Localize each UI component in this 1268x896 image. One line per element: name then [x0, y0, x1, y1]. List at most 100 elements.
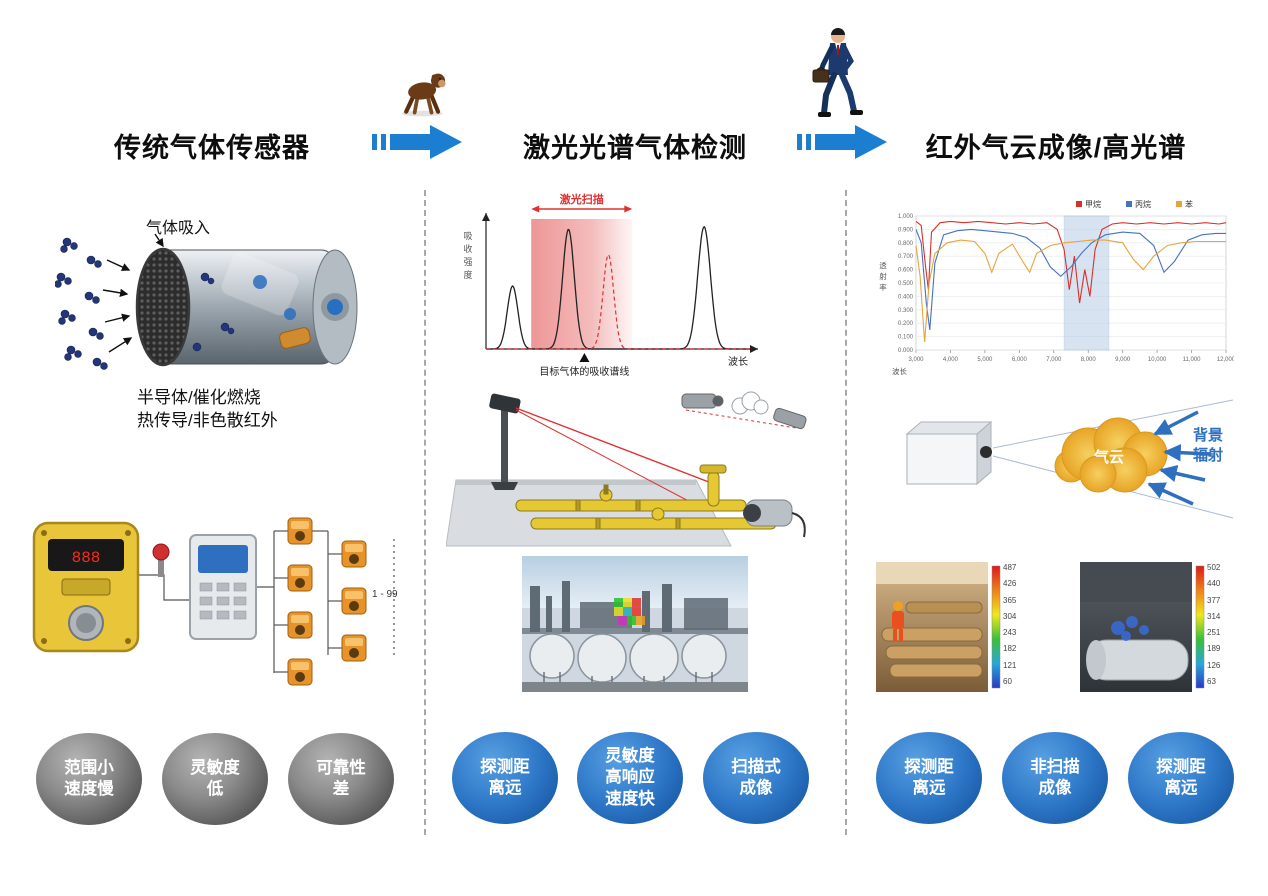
svg-text:3,000: 3,000: [908, 357, 924, 363]
svg-text:苯: 苯: [1185, 199, 1193, 209]
svg-text:7,000: 7,000: [1046, 357, 1062, 363]
arrow-traditional-to-laser-icon: [372, 125, 462, 159]
gas-cloud-imaging-scene: 气云: [905, 399, 1234, 519]
gas-cloud-label: 气云: [1093, 448, 1124, 466]
refinery-thermal-photo: [522, 556, 748, 692]
svg-text:0.000: 0.000: [898, 348, 914, 354]
laser-scanning-scene: [446, 391, 807, 547]
svg-text:波长: 波长: [892, 366, 907, 376]
thermal-image-tank: [1080, 562, 1205, 692]
detection-camera: [743, 499, 806, 538]
controller-panel: [189, 534, 257, 640]
series-line: [915, 228, 1226, 330]
series-line: [915, 239, 1226, 343]
svg-text:12,000: 12,000: [1217, 357, 1234, 363]
svg-text:丙烷: 丙烷: [1135, 199, 1151, 209]
svg-text:6,000: 6,000: [1012, 357, 1028, 363]
badge-long-range-laser: 探测距 离远: [452, 732, 558, 824]
highlight-band: [1063, 215, 1110, 351]
intake-arrows: [102, 233, 164, 353]
scan-band: [531, 219, 633, 349]
svg-text:10,000: 10,000: [1148, 357, 1167, 363]
background-radiation-label: 背景 辐射: [1192, 427, 1223, 464]
gas-cloud: [1054, 417, 1168, 493]
monkey-icon: [401, 73, 446, 117]
badge-long-range-ir-1: 探测距 离远: [876, 732, 982, 824]
detector-display: 888: [72, 549, 101, 567]
svg-text:1.000: 1.000: [898, 214, 914, 220]
infrared-camera: [905, 420, 993, 486]
thermal-image-pipes: [876, 562, 1001, 692]
divider-right: [845, 190, 847, 835]
svg-text:吸: 吸: [463, 231, 472, 241]
alarm-beacon: [152, 543, 170, 577]
svg-text:0.600: 0.600: [898, 268, 914, 274]
svg-text:射: 射: [879, 271, 887, 281]
svg-text:波长: 波长: [728, 355, 748, 368]
gas-detector-device: 888: [32, 521, 140, 653]
badge-scanning-imaging: 扫描式 成像: [703, 732, 809, 824]
badge-low-sensitivity: 灵敏度 低: [162, 733, 268, 825]
plant-structures: [522, 581, 748, 634]
svg-text:强: 强: [463, 257, 472, 267]
svg-text:0.300: 0.300: [898, 308, 914, 314]
svg-text:率: 率: [879, 282, 887, 292]
businessman-icon: [812, 28, 863, 117]
svg-text:0.800: 0.800: [898, 241, 914, 247]
laser-head: [489, 393, 521, 414]
svg-text:9,000: 9,000: [1115, 357, 1131, 363]
transmission-spectrum-chart: 0.000 0.100 0.200 0.300 0.400 0.500 0.600 0.700…: [879, 199, 1234, 376]
svg-text:透: 透: [879, 261, 887, 270]
pipes: [881, 601, 983, 678]
title-laser-detection: 激光光谱气体检测: [523, 133, 747, 163]
svg-text:目标气体的吸收谱线: 目标气体的吸收谱线: [539, 365, 629, 378]
remote-detectors: [287, 517, 367, 686]
color-scale-bar: [991, 565, 1001, 689]
thermal-overlay: [614, 598, 645, 625]
svg-text:0.100: 0.100: [898, 335, 914, 341]
title-infrared-imaging: 红外气云成像/高光谱: [925, 133, 1187, 163]
badge-long-range-ir-2: 探测距 离远: [1128, 732, 1234, 824]
title-traditional-sensor: 传统气体传感器: [114, 133, 310, 163]
divider-left: [424, 190, 426, 835]
svg-text:0.200: 0.200: [898, 321, 914, 327]
badge-small-range-slow: 范围小 速度慢: [36, 733, 142, 825]
svg-text:度: 度: [463, 269, 472, 280]
sensor-principle-caption: 半导体/催化燃烧 热传导/非色散红外: [137, 388, 278, 430]
svg-text:8,000: 8,000: [1081, 357, 1097, 363]
arrow-laser-to-infrared-icon: [797, 125, 887, 159]
badge-poor-reliability: 可靠性 差: [288, 733, 394, 825]
svg-text:甲烷: 甲烷: [1085, 199, 1101, 209]
shifted-line-dashed: [486, 253, 752, 350]
laser-beam: [515, 407, 715, 485]
gas-leak-blobs: [1111, 616, 1149, 641]
svg-text:0.900: 0.900: [898, 227, 914, 233]
svg-text:11,000: 11,000: [1183, 357, 1202, 363]
badge-high-sensitivity-fast: 灵敏度 高响应 速度快: [577, 732, 683, 824]
series-line: [915, 220, 1227, 304]
radiation-arrows: [1147, 410, 1212, 506]
detector-network-illustration: 888 1 -: [32, 517, 398, 686]
gas-molecules: [55, 237, 108, 370]
detector-count-label: 1 - 99: [372, 589, 398, 600]
badge-non-scanning-imaging: 非扫描 成像: [1002, 732, 1108, 824]
gas-plume: [731, 391, 769, 415]
svg-text:0.700: 0.700: [898, 254, 914, 260]
svg-text:激光扫描: 激光扫描: [560, 193, 604, 206]
worker-figure: [892, 601, 904, 641]
gas-pipes: [515, 464, 777, 530]
handheld-detectors: [681, 393, 807, 430]
gas-intake-label: 气体吸入: [146, 220, 211, 237]
laser-pole: [501, 408, 508, 482]
sensor-cylinder-illustration: [55, 233, 358, 370]
svg-text:0.500: 0.500: [898, 281, 914, 287]
color-scale-bar: [1195, 565, 1205, 689]
svg-text:5,000: 5,000: [977, 357, 993, 363]
svg-text:0.400: 0.400: [898, 294, 914, 300]
spherical-tanks: [529, 633, 727, 683]
svg-text:收: 收: [463, 243, 472, 254]
